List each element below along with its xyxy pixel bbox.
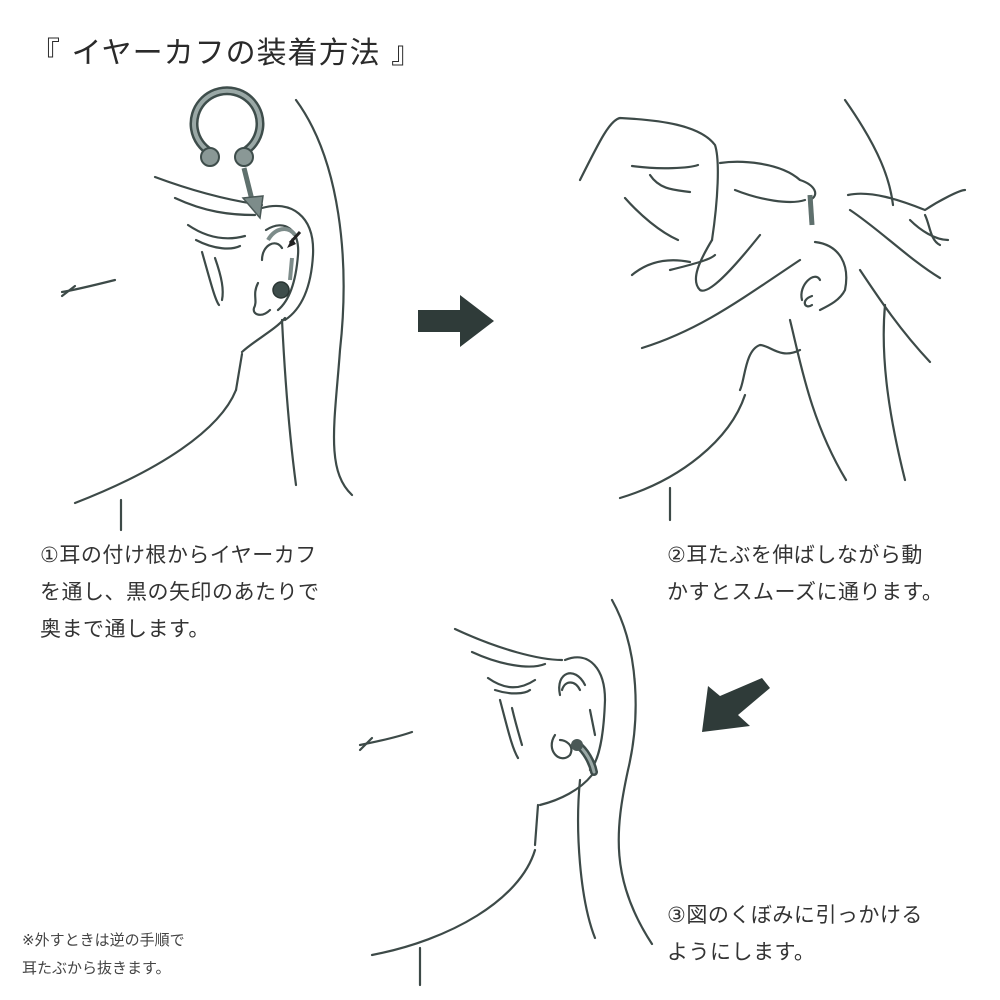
ear-with-cuff-worn-icon (358, 598, 654, 987)
ear-with-cuff-insertion-icon (60, 86, 354, 532)
page-title: 『 イヤーカフの装着方法 』 (30, 36, 423, 71)
step-2-caption: ②耳たぶを伸ばしながら動 かすとスムーズに通ります。 (667, 543, 944, 604)
hands-stretching-earlobe-icon (578, 98, 967, 522)
arrow-down-left-icon (702, 678, 770, 732)
removal-note: ※外すときは逆の手順で 耳たぶから抜きます。 (22, 931, 185, 977)
arrow-right-icon (418, 295, 494, 347)
step-1-caption: ①耳の付け根からイヤーカフ を通し、黒の矢印のあたりで 奥まで通します。 (40, 543, 320, 641)
step-3-caption: ③図のくぼみに引っかける ようにします。 (667, 903, 923, 964)
